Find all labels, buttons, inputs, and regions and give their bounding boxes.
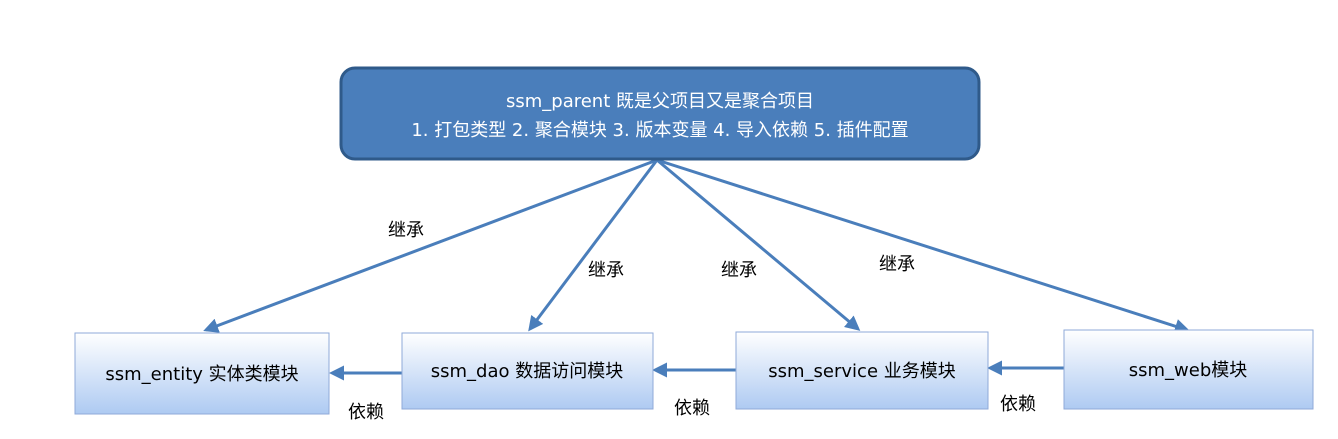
module-node-web[interactable]: ssm_web模块 [1063, 329, 1314, 410]
module-node-service[interactable]: ssm_service 业务模块 [735, 331, 989, 410]
module-label-service: ssm_service 业务模块 [768, 361, 956, 382]
inherit-arrow-entity [203, 158, 658, 333]
inherit-arrow-dao [528, 159, 659, 332]
module-node-entity[interactable]: ssm_entity 实体类模块 [74, 332, 330, 415]
module-label-dao: ssm_dao 数据访问模块 [431, 361, 623, 382]
edge-label-inherit-service: 继承 [721, 260, 757, 281]
module-node-dao[interactable]: ssm_dao 数据访问模块 [401, 332, 654, 410]
edge-label-depend-dao-entity: 依赖 [348, 402, 384, 423]
edge-label-depend-web-service: 依赖 [1000, 394, 1036, 415]
parent-node[interactable]: ssm_parent 既是父项目又是聚合项目 1. 打包类型 2. 聚合模块 3… [339, 66, 981, 161]
module-label-entity: ssm_entity 实体类模块 [105, 364, 298, 385]
edge-label-inherit-web: 继承 [879, 254, 915, 275]
module-label-web: ssm_web模块 [1129, 360, 1248, 381]
edge-label-inherit-dao: 继承 [588, 260, 624, 281]
edge-label-depend-service-dao: 依赖 [674, 398, 710, 419]
edge-label-inherit-entity: 继承 [388, 220, 424, 241]
inherit-arrow-service [656, 158, 861, 331]
inherit-arrow-web [656, 158, 1190, 334]
parent-title: ssm_parent 既是父项目又是聚合项目 [506, 91, 814, 112]
parent-subtitle: 1. 打包类型 2. 聚合模块 3. 版本变量 4. 导入依赖 5. 插件配置 [411, 120, 908, 141]
